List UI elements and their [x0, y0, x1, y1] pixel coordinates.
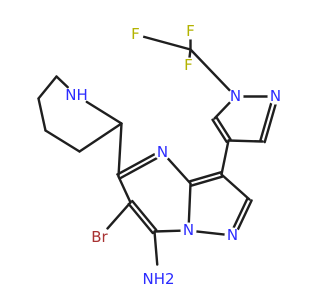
atom-bg-N_pz2: [267, 88, 284, 105]
bond-28-C_pz1-C_pyr3: [188, 171, 223, 183]
bond-26-N_pyrazole-C_pz2: [232, 197, 249, 229]
atom-NH2: NH2: [142, 266, 175, 293]
atom-bg-Br: [88, 226, 111, 249]
bond-5-N_pz2-C_pz5: [259, 102, 273, 143]
atom-N_pz2: N: [267, 87, 284, 105]
atom-bg-N_bridge: [180, 222, 197, 239]
bond-20-N_bridge-C_pyr2: [153, 229, 182, 233]
bond-6-C_pz5-C_pz3: [227, 139, 264, 143]
atom-label-Br: Br: [91, 228, 108, 246]
bond-14-C_pip3-C_pip2: [44, 129, 81, 153]
bond-0-F1-C_cf3: [142, 35, 192, 51]
bond-23-C_pyr1-Br: [106, 201, 132, 230]
bond-24-C_pyr2-NH2: [153, 230, 159, 266]
atom-label-F1: F: [131, 25, 140, 43]
bond-8-C_pz4-N_pz1: [213, 101, 232, 120]
bonds-layer: [37, 35, 277, 266]
atom-N_pyr: N: [154, 143, 171, 161]
atom-label-F3: F: [184, 56, 193, 74]
bond-16-C_pip1-C_stereo: [117, 122, 123, 178]
atom-bg-F1: [127, 26, 144, 43]
atom-Br: Br: [88, 226, 111, 249]
atom-F2: F: [182, 22, 199, 40]
bond-12-C_pip5-C_pip4: [37, 75, 58, 100]
bond-21-C_pyr2-C_pyr1: [127, 202, 154, 235]
atom-label-F2: F: [186, 22, 195, 40]
atom-F1: F: [127, 25, 144, 43]
bond-11-NH-C_pip1: [85, 100, 123, 125]
atom-NH: NH: [65, 84, 88, 107]
bond-28-C_pz1-C_pyr3: [189, 175, 224, 187]
bond-22-C_pyr1-C_stereo: [117, 175, 132, 204]
bond-3-C_cf3-N_pz1: [189, 48, 232, 92]
atom-bg-F3: [180, 57, 197, 74]
atom-N_pz1: N: [227, 87, 244, 105]
atom-label-NH2: NH2: [142, 270, 174, 288]
bond-7-C_pz3-C_pz4: [211, 118, 228, 143]
bond-26-N_pyrazole-C_pz2: [236, 199, 253, 231]
atom-label-N_pz1: N: [230, 87, 241, 105]
atom-label-NH: NH: [65, 86, 88, 104]
bond-17-C_stereo-N_pyr: [118, 157, 158, 180]
atom-bg-N_pz1: [227, 88, 244, 105]
atom-bg-NH2: [145, 266, 172, 293]
atom-label-N_pz2: N: [270, 87, 281, 105]
atom-label-N_pyr: N: [157, 143, 168, 161]
bond-18-N_pyr-C_pyr3: [166, 157, 192, 185]
atom-F3: F: [180, 56, 197, 74]
bond-19-C_pyr3-N_bridge: [187, 182, 192, 224]
bond-13-C_pip4-C_pip3: [37, 97, 47, 132]
bond-25-N_bridge-N_pyrazole: [195, 230, 226, 236]
bond-5-N_pz2-C_pz5: [263, 103, 277, 144]
bond-15-C_pip2-C_pip1: [78, 122, 123, 153]
bond-21-C_pyr2-C_pyr1: [131, 199, 158, 232]
atom-bg-F2: [182, 23, 199, 40]
atom-label-N_bridge: N: [183, 221, 194, 239]
bond-10-NH-C_pip5: [55, 75, 70, 89]
atom-bg-NH: [65, 84, 88, 107]
atom-N_bridge: N: [180, 221, 197, 239]
bond-27-C_pz2-C_pz1: [220, 173, 251, 201]
bond-7-C_pz3-C_pz4: [215, 116, 232, 141]
bond-17-C_stereo-N_pyr: [116, 153, 156, 176]
atom-bg-N_pyr: [154, 144, 171, 161]
atom-label-N_pyrazole: N: [227, 226, 238, 244]
atom-bg-N_pyrazole: [224, 227, 241, 244]
bond-9-C_pz3-C_pz1: [220, 139, 230, 176]
atom-N_pyrazole: N: [224, 226, 241, 244]
